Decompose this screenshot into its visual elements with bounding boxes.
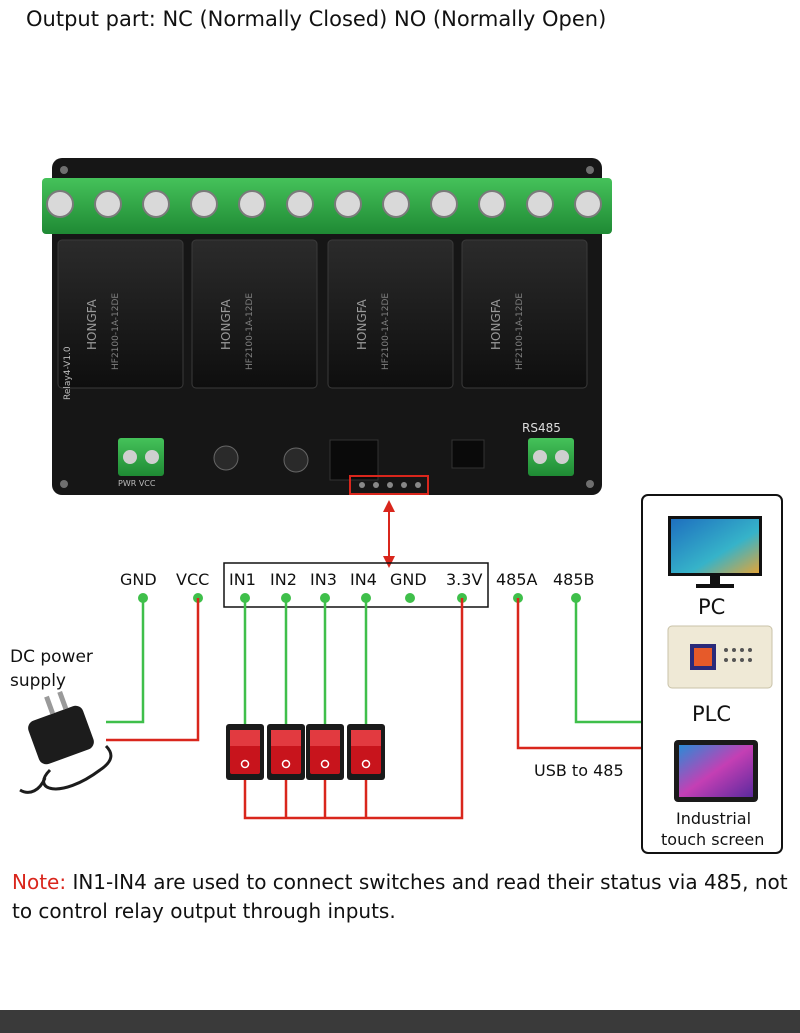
pin-label-485b: 485B: [553, 570, 595, 589]
pin-label-3v3: 3.3V: [446, 570, 482, 589]
rs485-silk: RS485: [522, 421, 561, 435]
relay-brand-1: HONGFA: [85, 298, 99, 350]
power-adapter-icon: [19, 691, 113, 794]
switch-in2: [267, 724, 305, 780]
note-prefix: Note:: [12, 870, 67, 894]
note-paragraph: Note: IN1-IN4 are used to connect switch…: [12, 868, 792, 926]
pin-label-in2: IN2: [270, 570, 297, 589]
pin-dots: [138, 593, 581, 603]
capacitor-1: [213, 445, 239, 471]
touch-screen-icon: [674, 740, 758, 802]
relay-brand-4: HONGFA: [489, 298, 503, 350]
board-silk-model: Relay4-V1.0: [63, 346, 73, 400]
touch-screen-label-line1: Industrial: [676, 809, 751, 828]
power-silk: PWR VCC: [118, 479, 156, 488]
power-wires: [106, 598, 200, 742]
page-title: Output part: NC (Normally Closed) NO (No…: [26, 7, 607, 31]
mcu-chip: [329, 439, 379, 481]
bottom-bar: [0, 1010, 800, 1033]
pin-label-vcc: VCC: [176, 570, 209, 589]
pc-monitor-icon: [668, 516, 762, 588]
relay-model-3: HF2100-1A-12DE: [381, 293, 391, 370]
terminal-screws: [46, 190, 602, 218]
output-terminal-block: [42, 178, 612, 234]
input-header-box: [223, 562, 489, 608]
plc-icon: [667, 625, 773, 689]
pin-label-in3: IN3: [310, 570, 337, 589]
relay-brand-3: HONGFA: [355, 298, 369, 350]
switch-wires: [243, 598, 464, 820]
relay-modules: [57, 239, 588, 389]
switch-in3: [306, 724, 344, 780]
rs485-wires: [516, 598, 642, 750]
pin-label-gnd: GND: [390, 570, 427, 589]
note-text: IN1-IN4 are used to connect switches and…: [12, 870, 788, 923]
relay-model-4: HF2100-1A-12DE: [515, 293, 525, 370]
power-supply-label-line1: DC power: [10, 647, 93, 667]
rs485-terminal: [528, 438, 574, 476]
pin-label-485a: 485A: [496, 570, 538, 589]
relay-model-1: HF2100-1A-12DE: [111, 293, 121, 370]
rs485-chip: [451, 439, 485, 469]
relay-model-2: HF2100-1A-12DE: [245, 293, 255, 370]
pin-label-in4: IN4: [350, 570, 377, 589]
capacitor-2: [283, 447, 309, 473]
plc-label: PLC: [692, 702, 731, 726]
pin-label-gnd-power: GND: [120, 570, 157, 589]
power-terminal: [118, 438, 164, 476]
relay-board: HONGFA HONGFA HONGFA HONGFA HF2100-1A-12…: [42, 158, 612, 495]
switch-in1: [226, 724, 264, 780]
relay-brand-2: HONGFA: [219, 298, 233, 350]
header-connection-arrow: [383, 500, 395, 568]
header-pins: [349, 475, 429, 495]
pin-label-in1: IN1: [229, 570, 256, 589]
pc-label: PC: [698, 595, 725, 619]
power-supply-label-line2: supply: [10, 671, 66, 691]
switch-in4: [347, 724, 385, 780]
rocker-switches: [226, 724, 385, 780]
touch-screen-label-line2: touch screen: [661, 830, 764, 849]
usb-to-485-label: USB to 485: [534, 761, 624, 780]
